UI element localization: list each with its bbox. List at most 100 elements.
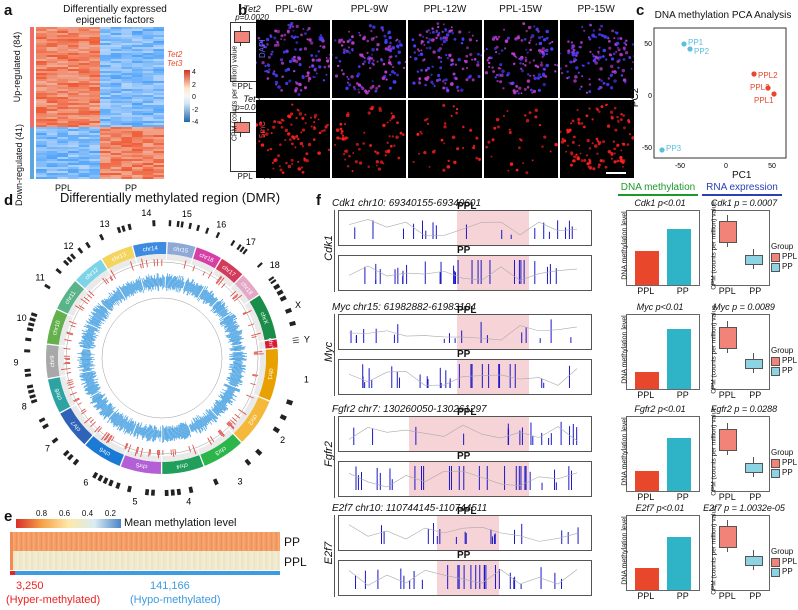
heatmap-cell [78, 97, 90, 100]
heatmap-cell [36, 43, 47, 46]
heatmap-cell [57, 119, 69, 122]
nucleus-dot [594, 61, 599, 65]
heatmap-cell [89, 97, 101, 100]
heatmap-cell [142, 95, 154, 98]
locus-title: Myc chr15: 61982882-61983104 [332, 302, 476, 313]
chromosome-ring [125, 449, 162, 462]
dmr-bar [116, 415, 127, 430]
nucleus-dot [513, 90, 517, 95]
nucleus-dot [313, 113, 318, 118]
track-label-bottom: PP [457, 550, 471, 561]
nucleus-dot [370, 37, 375, 41]
bar-ylabel: DNA methylation level [621, 417, 629, 486]
dmr-bar [191, 424, 195, 431]
box-ylabel: CPM (counts per million) value [231, 45, 239, 142]
heatmap-cell [36, 39, 47, 42]
heatmap-cell [57, 127, 69, 130]
heatmap-cell [89, 141, 101, 144]
heatmap-scale-ticks: 4 2 0 -2 -4 [192, 67, 198, 130]
gene-bracket [334, 210, 335, 292]
heatmap-cell [100, 45, 111, 48]
nucleus-dot [458, 30, 462, 34]
heatmap-cell [142, 81, 154, 84]
heatmap-cell [121, 97, 133, 100]
gene-label-tet2: Tet2 [167, 50, 183, 59]
dmr-bar [88, 314, 105, 325]
nucleus-dot [301, 128, 306, 132]
dmr-bar [155, 278, 157, 286]
nucleus-dot [497, 73, 501, 77]
nucleus-dot [312, 138, 316, 141]
nucleus-dot [515, 56, 518, 59]
nucleus-dot [363, 60, 367, 63]
dmr-bar [227, 332, 242, 339]
heatmap-cell [78, 41, 90, 44]
nucleus-dot [439, 60, 443, 63]
panel-b-column-headers: PPL-6W PPL-9W PPL-12W PPL-15W PP-15W [256, 4, 634, 15]
hyper-dmr-bar [63, 363, 71, 365]
chromosome-label: chr5 [135, 461, 148, 469]
hyper-dmr-bar [80, 298, 88, 305]
heatmap-cell [132, 47, 143, 50]
heatmap-cell [46, 91, 58, 94]
ideogram-stripe [44, 283, 51, 290]
heatmap-cell [153, 137, 164, 140]
ideogram-stripe [127, 223, 132, 231]
nucleus-dot [274, 29, 278, 33]
heatmap-cell [132, 151, 143, 154]
heatmap-cell [110, 39, 122, 42]
ideogram-stripe [66, 256, 73, 263]
nucleus-dot [338, 38, 341, 41]
pca-point-label: PP2 [694, 47, 710, 56]
heatmap-cell [46, 141, 58, 144]
nucleus-dot [291, 163, 294, 165]
rna-x-label: PPL [718, 390, 736, 400]
dmr-bar [233, 361, 243, 363]
heatmap-cell [153, 103, 164, 106]
dmr-bar [118, 416, 128, 431]
nucleus-dot [284, 138, 287, 142]
legend-item-ppl: PPL [771, 557, 797, 567]
heatmap-cell [68, 41, 79, 44]
heatmap-cell [153, 57, 164, 60]
dmr-bar [216, 399, 229, 410]
heatmap-cell [78, 143, 90, 146]
heatmap-cell [78, 125, 90, 128]
column-header: PPL-15W [499, 4, 542, 15]
pp-methylation-track [338, 461, 592, 497]
nucleus-dot [431, 30, 435, 34]
nucleus-dot [613, 160, 617, 164]
legend-label: PP [782, 468, 793, 477]
heatmap-cell [121, 169, 133, 172]
track-signal [348, 315, 578, 349]
nucleus-dot [306, 74, 310, 78]
nucleus-dot [496, 125, 501, 129]
nucleus-dot [354, 160, 358, 164]
nucleus-dot [456, 89, 460, 92]
nucleus-dot [357, 91, 361, 94]
heatmap-cell [36, 75, 47, 78]
heatmap-cell [132, 35, 143, 38]
heatmap-cell [153, 63, 164, 66]
nucleus-dot [569, 163, 573, 167]
heatmap-cell [132, 85, 143, 88]
heatmap-cell [110, 95, 122, 98]
chromosome-number: 4 [186, 497, 191, 506]
heatmap-cell [153, 121, 164, 124]
dmr-bar [179, 424, 184, 439]
heatmap-cell [132, 39, 143, 42]
nucleus-dot [444, 78, 448, 82]
heatmap-cell [57, 77, 69, 80]
heatmap-cell [78, 135, 90, 138]
dmr-bar [231, 344, 243, 348]
dmr-bar [148, 425, 152, 441]
nucleus-dot [442, 36, 446, 40]
heatmap-cell [132, 139, 143, 142]
heatmap-cell [78, 89, 90, 92]
heatmap-cell [78, 85, 90, 88]
nucleus-dot [329, 53, 330, 56]
bar-ppl [635, 567, 659, 590]
nucleus-dot [272, 125, 276, 129]
heatmap-cell [46, 39, 58, 42]
nucleus-dot [616, 59, 620, 64]
